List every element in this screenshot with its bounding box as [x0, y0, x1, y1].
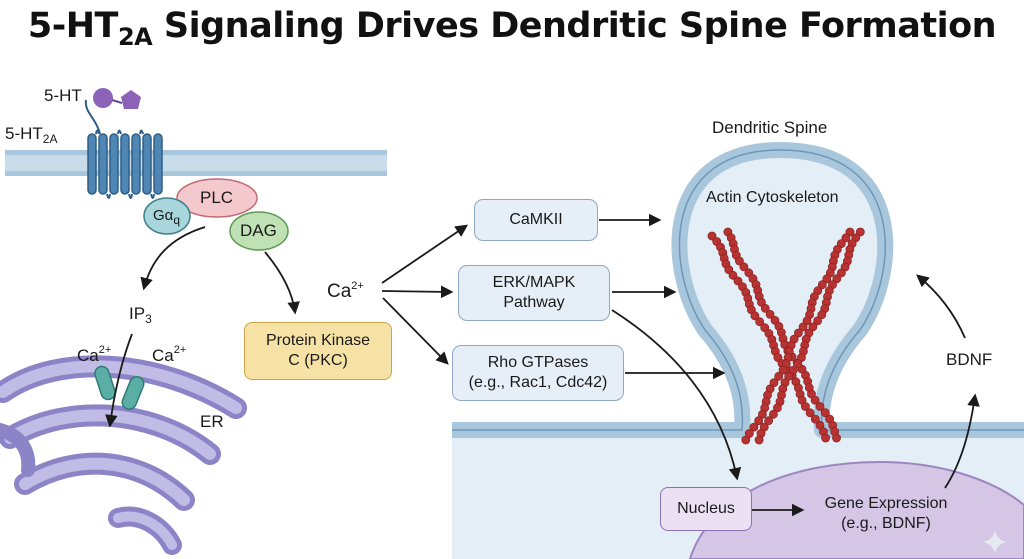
erk-box: ERK/MAPK Pathway	[458, 265, 610, 321]
actin-bead	[822, 274, 832, 284]
actin-bead	[755, 317, 765, 327]
actin-bead	[758, 409, 767, 419]
actin-bead	[817, 280, 827, 290]
rho-line1: Rho GTPases	[487, 354, 589, 371]
actin-bead	[754, 416, 763, 426]
sparkle-icon	[983, 530, 1007, 554]
calcium-label-left: Ca2+	[77, 344, 112, 365]
actin-bead	[739, 262, 749, 272]
actin-bead	[798, 322, 808, 332]
gene-expression-label: Gene Expression (e.g., BDNF)	[806, 490, 966, 538]
rho-line2: (e.g., Rac1, Cdc42)	[468, 374, 608, 391]
er-label: ER	[200, 412, 224, 431]
page-title: 5-HT2A Signaling Drives Dendritic Spine …	[27, 6, 997, 51]
actin-bead	[769, 409, 778, 419]
actin-bead	[837, 268, 846, 278]
actin-bead	[735, 256, 744, 266]
plc-label: PLC	[200, 188, 234, 207]
actin-bead	[808, 322, 818, 332]
arrow-ip3-to-er	[105, 333, 133, 428]
calcium-channel-icon	[94, 365, 145, 411]
actin-bead	[773, 403, 782, 413]
camkii-box: CaMKII	[474, 199, 598, 241]
actin-bead	[817, 310, 827, 320]
actin-bead	[788, 365, 798, 375]
ip3-label: IP3	[129, 304, 152, 326]
receptor-5ht2a	[84, 99, 163, 199]
calcium-label-center: Ca2+	[327, 280, 364, 302]
actin-bead	[728, 270, 738, 280]
actin-bead	[754, 435, 764, 445]
actin-bead	[774, 371, 784, 381]
actin-bead	[801, 402, 810, 411]
arrow-bdnf-to-spine	[916, 274, 966, 339]
arrow-gene-to-bdnf	[944, 393, 980, 489]
actin-bead	[815, 402, 825, 411]
actin-bead	[764, 416, 773, 426]
calcium-label-right: Ca2+	[152, 344, 187, 365]
actin-bead	[750, 311, 760, 321]
actin-label: Actin Cytoskeleton	[706, 189, 839, 206]
camkii-label: CaMKII	[509, 211, 563, 228]
bdnf-label: BDNF	[946, 350, 993, 369]
g-protein-label: Gαq	[153, 207, 181, 227]
actin-bead	[760, 323, 770, 332]
rho-box: Rho GTPases (e.g., Rac1, Cdc42)	[452, 345, 624, 401]
erk-line2: Pathway	[503, 294, 565, 311]
dag-label: DAG	[240, 221, 277, 240]
actin-bead	[773, 353, 783, 362]
arrow-ca-to-rho	[382, 297, 449, 365]
actin-bead	[810, 395, 820, 405]
dag-shape	[229, 211, 289, 251]
actin-bead	[810, 414, 820, 424]
arrow-gq-to-ip3	[140, 226, 206, 291]
arrow-erk-to-nucleus	[611, 309, 742, 481]
nucleus-box: Nucleus	[660, 487, 752, 531]
arrow-ca-to-camkii	[381, 224, 469, 284]
actin-bead	[760, 303, 770, 313]
arrow-ca-to-erk	[381, 285, 454, 299]
left-membrane	[5, 150, 387, 176]
actin-bead	[769, 378, 779, 387]
ligand-label: 5-HT	[44, 86, 82, 105]
arrow-dag-to-pkc	[264, 251, 300, 315]
actin-bead	[778, 365, 788, 375]
ligand-5ht-icon	[93, 88, 141, 109]
actin-bead	[765, 309, 775, 319]
actin-filaments	[707, 227, 865, 445]
actin-bead	[820, 408, 830, 418]
actin-bead	[794, 328, 803, 338]
actin-bead	[832, 433, 841, 443]
pkc-box: Protein Kinase C (PKC)	[244, 322, 392, 380]
gene-line1: Gene Expression	[824, 495, 948, 512]
pkc-line1: Protein Kinase	[265, 332, 371, 349]
erk-line1: ERK/MAPK	[492, 274, 576, 291]
actin-bead	[832, 274, 842, 284]
actin-bead	[741, 435, 751, 445]
actin-bead	[855, 227, 865, 237]
plc-shape	[176, 178, 258, 218]
gene-line2: (e.g., BDNF)	[841, 515, 931, 532]
actin-bead	[793, 359, 803, 369]
arrows	[105, 213, 980, 517]
pkc-line2: C (PKC)	[288, 352, 348, 369]
actin-bead	[821, 433, 830, 443]
actin-bead	[749, 422, 759, 432]
spine-label: Dendritic Spine	[712, 118, 828, 137]
actin-bead	[841, 233, 851, 243]
actin-bead	[744, 268, 754, 278]
receptor-label: 5-HT2A	[5, 124, 58, 146]
actin-bead	[813, 316, 822, 326]
g-protein-shape	[143, 197, 191, 235]
actin-bead	[805, 408, 815, 418]
endoplasmic-reticulum	[0, 355, 247, 555]
